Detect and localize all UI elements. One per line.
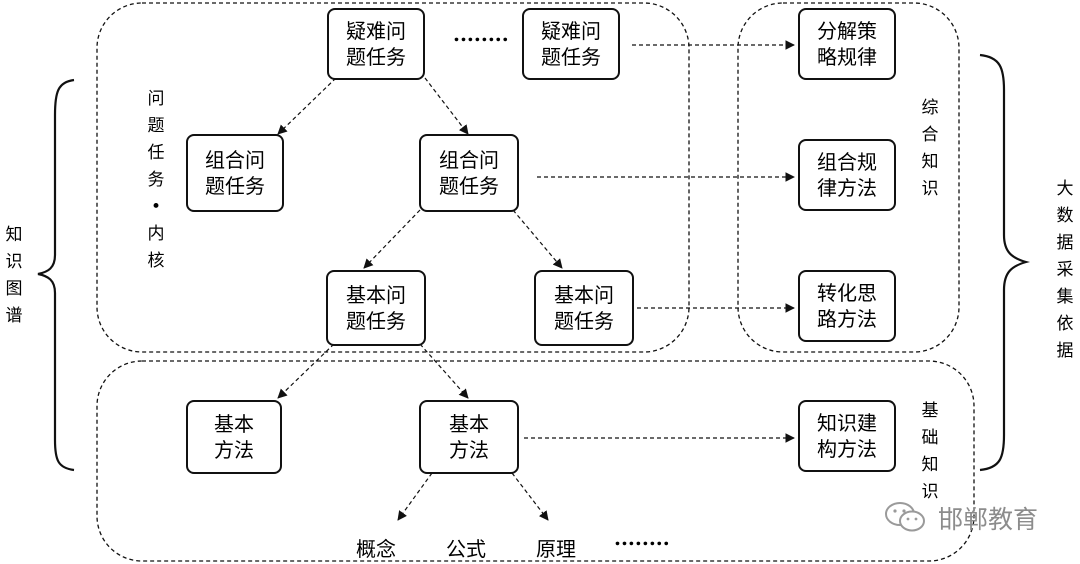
ellipsis-top: ........ xyxy=(453,22,509,46)
right-brace xyxy=(979,53,1031,472)
arrow-basic1-to-method2 xyxy=(419,343,469,399)
arrow-basic1-to-method1 xyxy=(277,343,335,399)
node-combo-problem-2: 组合问题任务 xyxy=(419,134,519,212)
leaf-principle: 原理 xyxy=(536,537,576,561)
leaf-ellipsis: ........ xyxy=(614,526,670,550)
arrow-combo2-to-basic1 xyxy=(363,209,421,269)
wechat-icon xyxy=(885,502,925,532)
arrow-hard-to-combo1 xyxy=(277,77,337,135)
node-hard-problem-1: 疑难问题任务 xyxy=(327,8,425,80)
node-basic-problem-1: 基本问题任务 xyxy=(326,270,426,346)
leaf-formula: 公式 xyxy=(446,537,486,561)
arrow-combo2-to-basic2 xyxy=(512,209,563,269)
problem-core-region xyxy=(96,2,690,353)
basic-knowledge-region xyxy=(96,360,975,562)
knowledge-graph-label: 知识图谱 xyxy=(5,225,23,326)
node-basic-problem-2: 基本问题任务 xyxy=(534,270,634,346)
comprehensive-knowledge-label: 综合知识 xyxy=(921,98,939,199)
node-transform-method: 转化思路方法 xyxy=(798,270,896,342)
node-decompose-strategy: 分解策略规律 xyxy=(798,8,896,80)
node-hard-problem-2: 疑难问题任务 xyxy=(522,8,620,80)
leaf-concept: 概念 xyxy=(356,537,396,561)
basic-knowledge-label: 基础知识 xyxy=(921,401,939,502)
comprehensive-region xyxy=(737,2,960,353)
arrow-hard-to-combo2 xyxy=(424,77,469,135)
big-data-label: 大数据采集依据 xyxy=(1056,179,1074,361)
node-combo-problem-1: 组合问题任务 xyxy=(186,134,284,212)
left-brace xyxy=(37,78,75,472)
node-construct-method: 知识建构方法 xyxy=(798,400,896,472)
arrow-method2-to-principle xyxy=(511,472,549,521)
problem-core-label: 问题任务•内核 xyxy=(147,89,165,271)
arrow-method2-to-concept xyxy=(397,472,433,521)
watermark-text: 邯郸教育 xyxy=(938,505,1039,534)
node-basic-method-2: 基本方法 xyxy=(419,400,519,474)
node-basic-method-1: 基本方法 xyxy=(186,400,282,474)
node-combo-rule: 组合规律方法 xyxy=(798,139,896,211)
